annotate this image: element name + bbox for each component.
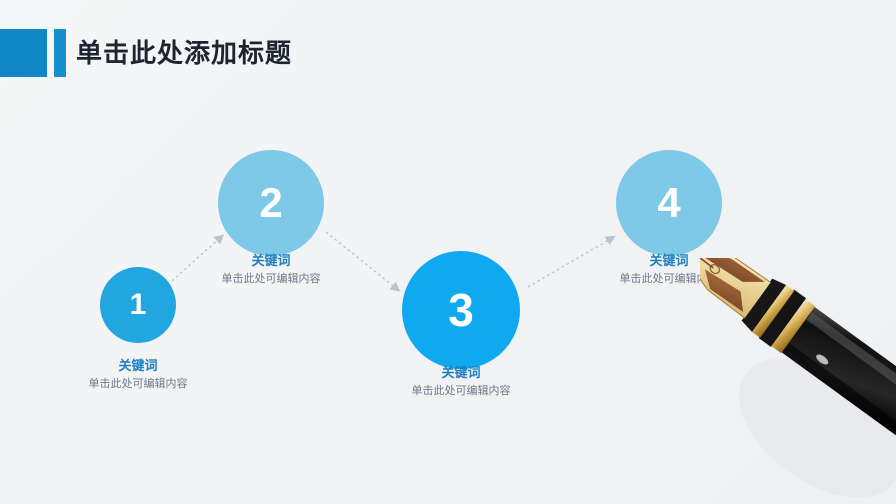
- step-number-1: 1: [129, 288, 147, 321]
- pen-barrel-highlight: [806, 312, 896, 430]
- pen-nib-edge-lower: [700, 258, 746, 319]
- pen-grip: [741, 278, 787, 332]
- step-description-4[interactable]: 单击此处可编辑内容: [619, 273, 719, 285]
- title-accent-bar-large: [0, 29, 47, 77]
- pen-nib-edge: [700, 258, 771, 283]
- title-accent-bar-small: [54, 29, 66, 77]
- step-description-3[interactable]: 单击此处可编辑内容: [411, 385, 511, 397]
- step-keyword-2[interactable]: 关键词: [251, 253, 291, 268]
- pen-collar-black: [758, 289, 807, 347]
- step-circle-3[interactable]: 3: [402, 251, 520, 369]
- pen-nib-slit: [700, 258, 714, 269]
- step-label-3: 关键词 单击此处可编辑内容: [381, 364, 541, 400]
- step-circle-4[interactable]: 4: [616, 150, 722, 256]
- pen-gold-band-rear: [751, 284, 795, 338]
- pen-nib: [700, 258, 771, 319]
- pen-nib-facet-lower: [704, 269, 744, 312]
- step-description-2[interactable]: 单击此处可编辑内容: [221, 273, 321, 285]
- pen-barrel-lowlight: [782, 343, 896, 463]
- step-keyword-3[interactable]: 关键词: [441, 365, 481, 380]
- step-keyword-4[interactable]: 关键词: [649, 253, 689, 268]
- step-label-1: 关键词 单击此处可编辑内容: [58, 357, 218, 393]
- step-number-2: 2: [259, 179, 283, 226]
- pen-barrel: [780, 306, 896, 463]
- step-label-2: 关键词 单击此处可编辑内容: [191, 252, 351, 288]
- step-description-1[interactable]: 单击此处可编辑内容: [88, 378, 188, 390]
- pen-specular-dot: [816, 354, 829, 365]
- pen-nib-facet-upper: [700, 258, 765, 282]
- step-number-3: 3: [448, 284, 474, 336]
- fountain-pen-image: [700, 258, 896, 498]
- pen-gold-band-front: [770, 298, 816, 354]
- step-number-4: 4: [657, 179, 681, 226]
- step-circle-1[interactable]: 1: [100, 267, 176, 343]
- step-label-4: 关键词 单击此处可编辑内容: [589, 252, 749, 288]
- step-circle-2[interactable]: 2: [218, 150, 324, 256]
- step-keyword-1[interactable]: 关键词: [118, 358, 158, 373]
- page-title[interactable]: 单击此处添加标题: [76, 38, 293, 68]
